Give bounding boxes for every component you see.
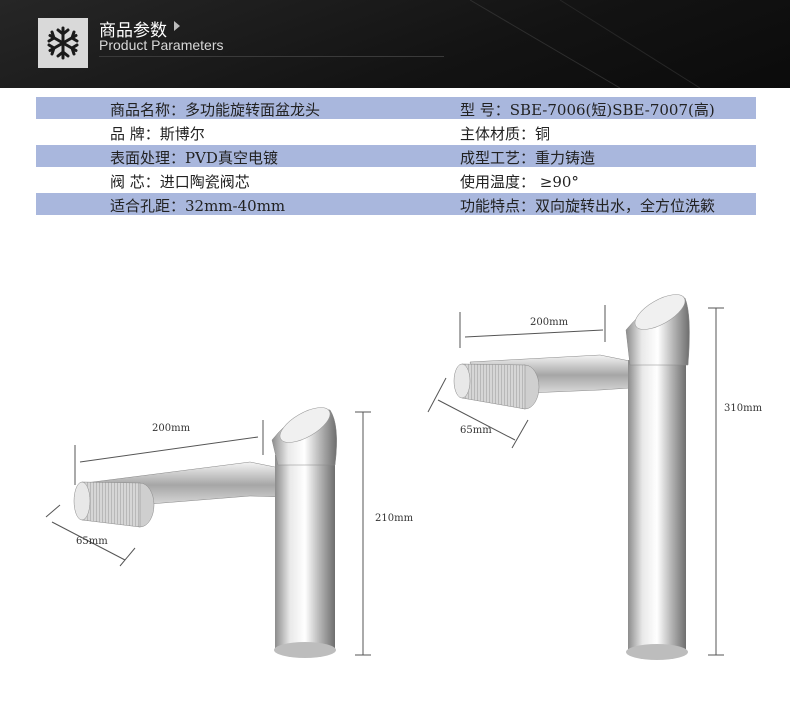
param-left: 阀 芯：进口陶瓷阀芯: [110, 173, 250, 191]
header-banner: 商品参数 Product Parameters: [0, 0, 790, 88]
dim-length-short: 200mm: [152, 423, 191, 434]
param-right: 成型工艺：重力铸造: [460, 149, 596, 167]
param-left: 适合孔距：32mm-40mm: [110, 197, 286, 215]
header-title: 商品参数: [99, 21, 167, 41]
dim-handle-short: 65mm: [76, 536, 108, 547]
dimension-lines-tall: [427, 305, 724, 656]
dimension-lines-short: [45, 411, 371, 656]
param-right: 主体材质：铜: [460, 125, 551, 143]
param-row: 阀 芯：进口陶瓷阀芯 使用温度： ≥90°: [36, 169, 756, 191]
param-row: 品 牌：斯博尔 主体材质：铜: [36, 121, 756, 143]
dim-height-tall: 310mm: [724, 403, 763, 414]
param-right: 型 号：SBE-7006(短)SBE-7007(高): [460, 101, 715, 119]
param-right: 功能特点：双向旋转出水，全方位洗簌: [460, 197, 716, 215]
dim-handle-tall: 65mm: [460, 425, 492, 436]
dim-height-short: 210mm: [375, 513, 414, 524]
param-right: 使用温度： ≥90°: [460, 173, 579, 191]
faucet-tall: [453, 294, 690, 660]
header-subtitle: Product Parameters: [99, 37, 224, 53]
param-left: 商品名称：多功能旋转面盆龙头: [110, 101, 321, 119]
snowflake-logo: [38, 18, 88, 68]
header-decoration: [469, 0, 701, 88]
header-divider: [99, 56, 444, 57]
param-left: 表面处理：PVD真空电镀: [110, 149, 278, 167]
param-row: 表面处理：PVD真空电镀 成型工艺：重力铸造: [36, 145, 756, 167]
header-arrow-icon: [174, 21, 180, 31]
faucet-short: [73, 407, 337, 658]
dim-length-tall: 200mm: [530, 317, 569, 328]
param-row: 适合孔距：32mm-40mm 功能特点：双向旋转出水，全方位洗簌: [36, 193, 756, 215]
snowflake-icon: [47, 26, 79, 60]
param-row: 商品名称：多功能旋转面盆龙头 型 号：SBE-7006(短)SBE-7007(高…: [36, 97, 756, 119]
param-left: 品 牌：斯博尔: [110, 125, 205, 143]
